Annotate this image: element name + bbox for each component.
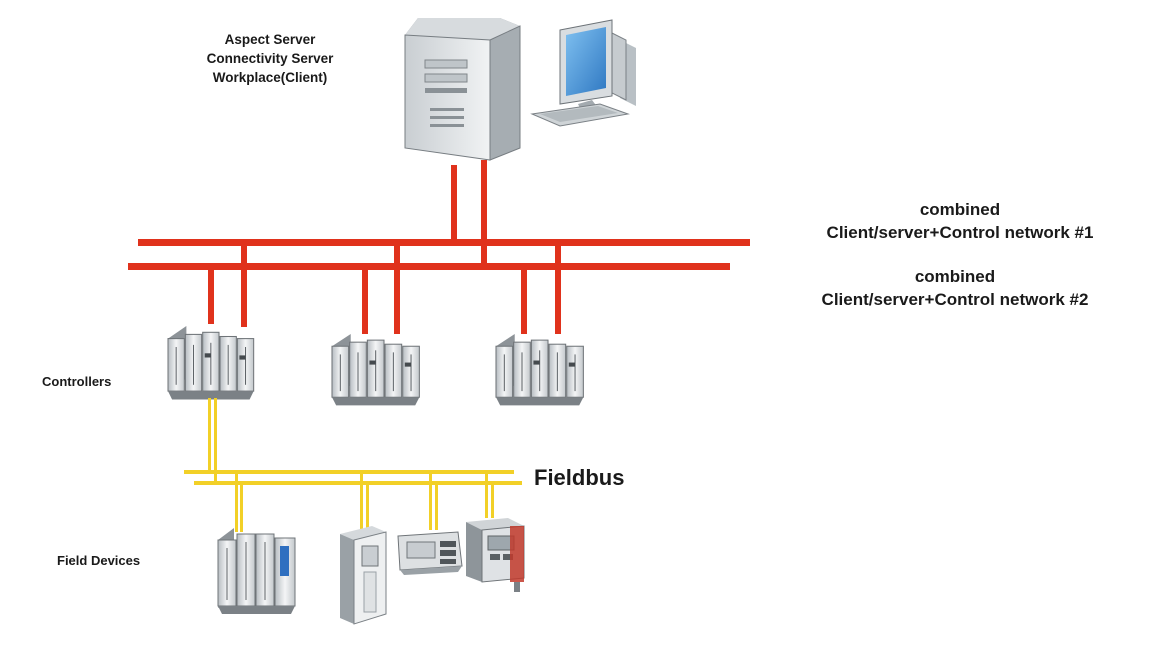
panel-meter-icon xyxy=(397,531,463,575)
workstation-monitor-icon xyxy=(530,19,636,127)
controller-network-drops xyxy=(208,242,561,334)
network-1-label-line-1: combined xyxy=(919,200,1001,219)
controller-2 xyxy=(331,333,420,406)
server-tower-icon xyxy=(404,18,521,161)
controller-3 xyxy=(495,333,584,406)
network-1-label: combined Client/server+Control network #… xyxy=(770,198,1150,244)
controllers-label: Controllers xyxy=(42,374,112,389)
network-2-label-line-2: Client/server+Control network #2 xyxy=(821,290,1089,309)
field-io-module-icon xyxy=(217,528,296,614)
network-2-label: combined Client/server+Control network #… xyxy=(765,265,1145,311)
server-label: Aspect Server Connectivity Server Workpl… xyxy=(190,30,350,87)
controller-1 xyxy=(167,325,255,401)
fieldbus-label: Fieldbus xyxy=(534,465,625,490)
drive-cabinet-icon xyxy=(340,526,387,625)
control-network-1 xyxy=(138,239,750,246)
server-label-line-3: Workplace(Client) xyxy=(212,70,328,85)
field-devices-label: Field Devices xyxy=(57,553,141,568)
network-2-label-line-1: combined xyxy=(914,267,996,286)
fieldbus-drops xyxy=(235,472,494,532)
server-label-line-1: Aspect Server xyxy=(224,32,316,47)
server-label-line-2: Connectivity Server xyxy=(206,51,334,66)
control-network-2 xyxy=(128,263,730,270)
server-network-drops xyxy=(451,160,487,267)
transmitter-icon xyxy=(466,518,525,592)
network-1-label-line-2: Client/server+Control network #1 xyxy=(826,223,1094,242)
fieldbus-line xyxy=(184,398,522,485)
